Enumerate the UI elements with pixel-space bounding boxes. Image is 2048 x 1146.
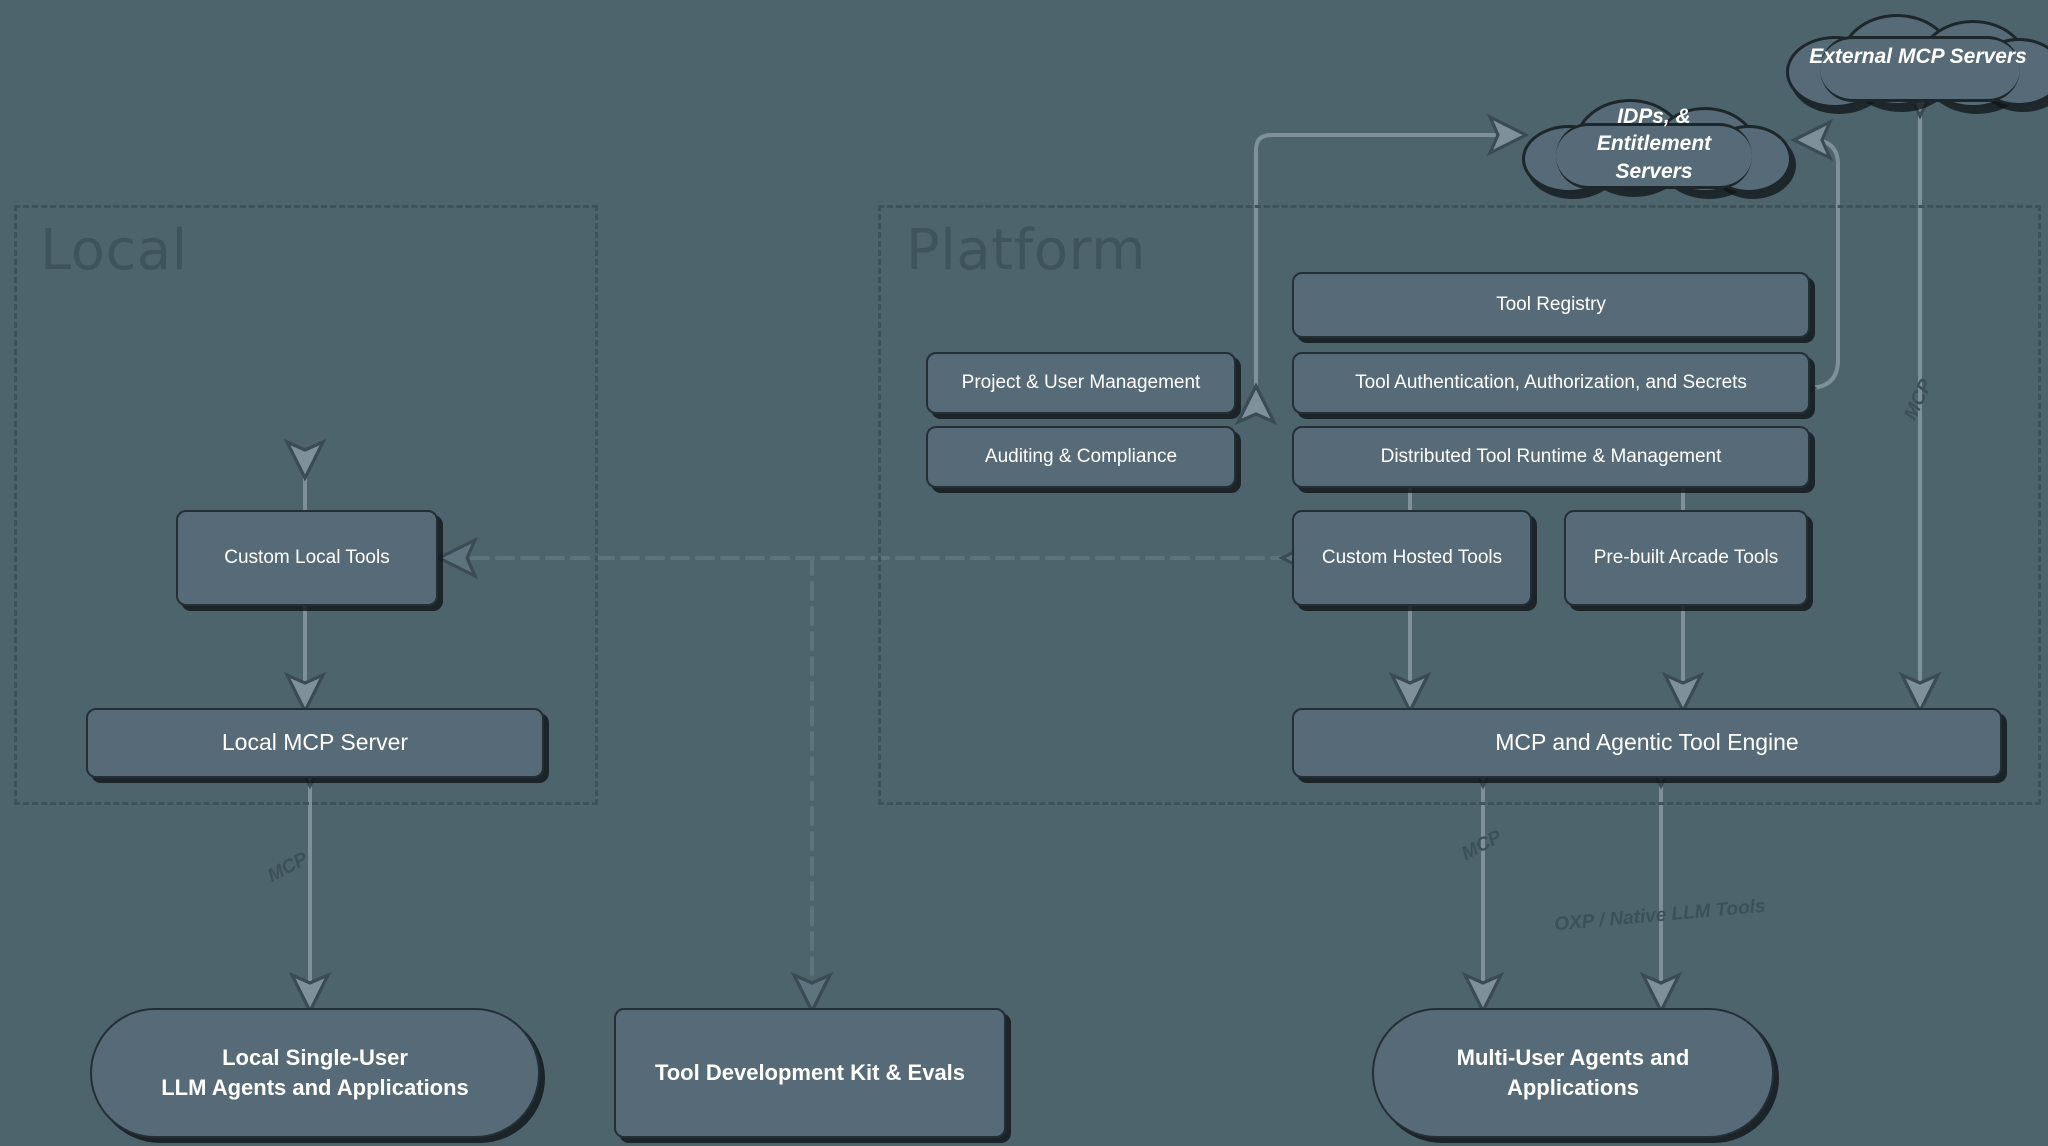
node-tool-auth[interactable]: Tool Authentication, Authorization, and … [1292,352,1810,414]
node-label-line2: Applications [1506,1075,1639,1100]
node-label-line1: Local Single-User [222,1045,408,1071]
node-mcp-agentic-tool-engine[interactable]: MCP and Agentic Tool Engine [1292,708,2002,778]
node-auditing-compliance[interactable]: Auditing & Compliance [926,426,1236,488]
node-label: Tool Development Kit & Evals [654,1060,966,1086]
cloud-label: External MCP Servers [1809,45,2027,69]
node-tool-registry[interactable]: Tool Registry [1292,272,1810,338]
node-custom-local-tools[interactable]: Custom Local Tools [176,510,438,606]
node-label: Local MCP Server [221,729,409,756]
edge-label-mcp-local: MCP [264,848,312,887]
zone-local-title: Local [40,218,188,283]
node-local-mcp-server[interactable]: Local MCP Server [86,708,544,778]
node-label: Tool Registry [1496,294,1606,316]
node-prebuilt-arcade-tools[interactable]: Pre-built Arcade Tools [1564,510,1808,606]
node-custom-hosted-tools[interactable]: Custom Hosted Tools [1292,510,1532,606]
node-multi-user-agents[interactable]: Multi-User Agents and Applications [1372,1008,1774,1138]
edge-label-oxp-native: OXP / Native LLM Tools [1553,895,1767,936]
zone-platform [878,205,2041,805]
cloud-label: IDPs, & Entitlement Servers [1596,105,1712,183]
node-distributed-tool-runtime[interactable]: Distributed Tool Runtime & Management [1292,426,1810,488]
cloud-external-mcp-servers[interactable]: External MCP Servers [1778,8,2048,108]
node-label: Tool Authentication, Authorization, and … [1355,372,1747,394]
node-project-user-management[interactable]: Project & User Management [926,352,1236,414]
node-label-line2: LLM Agents and Applications [161,1075,469,1100]
node-tool-development-kit[interactable]: Tool Development Kit & Evals [614,1008,1006,1138]
node-label: Custom Local Tools [224,547,390,569]
node-label: Project & User Management [961,372,1201,394]
edge-label-mcp-engine: MCP [1458,826,1506,865]
node-label: MCP and Agentic Tool Engine [1495,729,1799,756]
zone-local [14,205,598,805]
node-label-line1: Multi-User Agents and [1456,1045,1690,1071]
node-label: Distributed Tool Runtime & Management [1380,446,1722,468]
node-label: Custom Hosted Tools [1321,547,1503,569]
zone-platform-title: Platform [906,218,1147,283]
node-label: Auditing & Compliance [984,446,1178,468]
cloud-idps-entitlement-servers[interactable]: IDPs, & Entitlement Servers [1518,95,1792,193]
node-local-agents[interactable]: Local Single-User LLM Agents and Applica… [90,1008,540,1138]
cloud-blob [1556,123,1752,189]
node-label: Pre-built Arcade Tools [1593,547,1779,569]
